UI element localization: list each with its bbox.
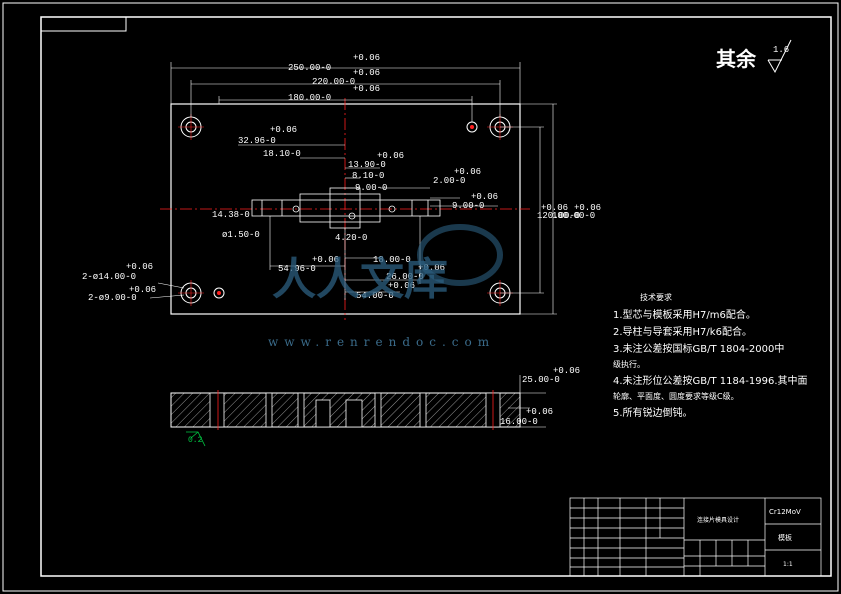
dim-220: 220.00-0 (312, 77, 355, 87)
dim-250-tol: +0.06 (353, 53, 380, 63)
dim-32-96-tol: +0.06 (270, 125, 297, 135)
finish-value: 1.6 (773, 45, 789, 55)
dim-26-00: 26.00-0 (386, 272, 424, 282)
dim-phi-1-50: ø1.50-0 (222, 230, 260, 240)
tech-req-4: 4.未注形位公差按GB/T 1184-1996.其中面 (613, 374, 808, 387)
dim-250: 250.00-0 (288, 63, 331, 73)
dim-16-tol: +0.06 (526, 407, 553, 417)
hole9-callout: 2-ø9.00-0 (88, 293, 137, 303)
dim-120: 120.00-0 (537, 211, 580, 221)
tech-requirements: 技术要求 1.型芯与模板采用H7/m6配合。 2.导柱与导套采用H7/k6配合。… (613, 292, 808, 419)
tech-req-1: 1.型芯与模板采用H7/m6配合。 (613, 308, 756, 321)
hole14-tol: +0.06 (126, 262, 153, 272)
title-block-sheet: 1:1 (783, 561, 793, 568)
dim-4-20: 4.20-0 (335, 233, 367, 243)
watermark: 人人文库 www.renrendoc.com (268, 224, 503, 349)
dim-14-38: 14.38-0 (212, 210, 250, 220)
tech-req-4b: 轮廓、平面度、圆度要求等级C级。 (613, 391, 739, 401)
dimension-lines-top (170, 62, 521, 207)
frame-corner-tag (41, 17, 127, 32)
dim-54-96-tol: +0.06 (312, 255, 339, 265)
title-block-material: Cr12MoV (769, 508, 801, 516)
hole9-tol: +0.06 (129, 285, 156, 295)
dim-180-tol: +0.06 (353, 84, 380, 94)
dim-32-96: 32.96-0 (238, 136, 276, 146)
watermark-chars: 人人文库 (272, 254, 448, 305)
dim-54-96: 54.96-0 (278, 264, 316, 274)
dim-180: 180.00-0 (288, 93, 331, 103)
dim-9-00: 9.00-0 (355, 183, 387, 193)
dim-16: 16.00-0 (500, 417, 538, 427)
dim-18-00: 18.00-0 (373, 255, 411, 265)
dim-54-00: 54.00-0 (356, 291, 394, 301)
hole14-callout: 2-ø14.00-0 (82, 272, 136, 282)
dim-26-00-tol: +0.06 (418, 263, 445, 273)
guide-hole-top-left (178, 114, 204, 140)
dim-54-00-tol: +0.06 (388, 281, 415, 291)
drawing-frame (40, 16, 832, 577)
dim-2-00-tol: +0.06 (454, 167, 481, 177)
section-view: +0.06 25.00-0 +0.06 16.00-0 0.2 (170, 366, 580, 447)
dim-13-90-tol: +0.06 (377, 151, 404, 161)
title-block-design: 连接片模具设计 (697, 516, 739, 524)
pin-hole-top-right (466, 121, 478, 133)
tech-req-title: 技术要求 (640, 292, 672, 302)
dim-25-tol: +0.06 (553, 366, 580, 376)
dim-25: 25.00-0 (522, 375, 560, 385)
plan-view: +0.06 250.00-0 +0.06 220.00-0 +0.06 180.… (82, 53, 601, 320)
tech-req-3: 3.未注公差按国标GB/T 1804-2000中 (613, 342, 784, 355)
title-block (569, 497, 822, 577)
dim-100-tol: +0.06 (574, 203, 601, 213)
tech-req-2: 2.导柱与导套采用H7/k6配合。 (613, 325, 752, 338)
watermark-url: www.renrendoc.com (268, 335, 495, 349)
title-block-drawing: 模板 (778, 533, 792, 542)
tech-req-5: 5.所有锐边倒钝。 (613, 406, 693, 419)
die-cavity (251, 187, 441, 229)
dimension-lines-bottom (149, 103, 557, 315)
dim-120-tol: +0.06 (541, 203, 568, 213)
dim-2-00: 2.00-0 (433, 176, 465, 186)
dim-13-90: 13.90-0 (348, 160, 386, 170)
dim-100: 100.00-0 (552, 211, 595, 221)
dim-9-00b: 9.00-0 (452, 201, 484, 211)
dim-220-tol: +0.06 (353, 68, 380, 78)
pin-hole-bottom-left (213, 287, 225, 299)
dim-9-00b-tol: +0.06 (471, 192, 498, 202)
surface-finish-note: 其余 1.6 (716, 39, 792, 74)
section-roughness: 0.2 (188, 436, 203, 445)
guide-hole-bottom-left (178, 280, 204, 306)
dim-8-10: 8.10-0 (352, 171, 384, 181)
tech-req-3b: 级执行。 (613, 359, 645, 369)
dim-18-10: 18.10-0 (263, 149, 301, 159)
finish-label: 其余 (716, 47, 757, 71)
